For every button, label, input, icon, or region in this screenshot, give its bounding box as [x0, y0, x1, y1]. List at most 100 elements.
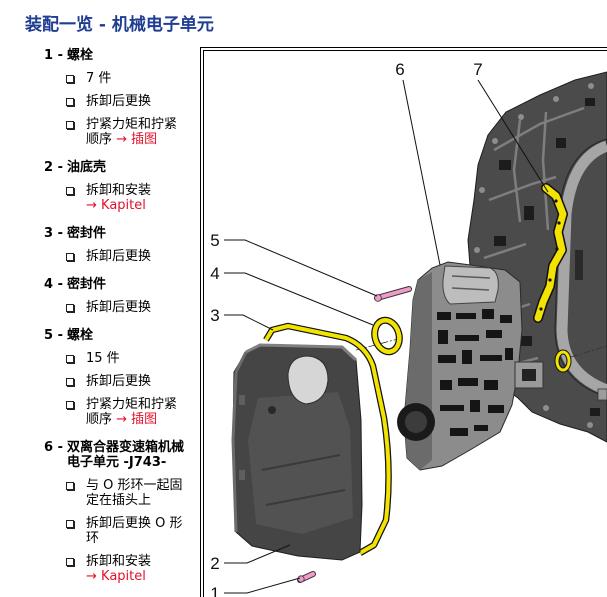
- figure-frame-inner: [203, 50, 607, 597]
- bolt-5: [374, 286, 412, 302]
- square-bullet-icon: [66, 74, 74, 83]
- note-label: 拆卸和安装: [86, 554, 152, 569]
- housing-gasket-body: [534, 184, 567, 322]
- bolt-shaft: [375, 287, 411, 300]
- housing-cavity: [590, 408, 600, 416]
- circuit-pattern: [484, 380, 498, 390]
- note-label: 15 件: [86, 351, 120, 366]
- oil-pan-ridges: [261, 454, 346, 506]
- note-label: 与 O 形环一起固定在插头上: [86, 478, 183, 508]
- housing-bolt-head: [553, 96, 559, 102]
- square-bullet-icon: [66, 252, 74, 261]
- callout-4: 4: [210, 264, 219, 283]
- callout-7: 7: [473, 60, 482, 79]
- part-5: 5 - 螺栓 15 件 拆卸后更换 拧紧力矩和拧紧顺序 → 插图: [0, 328, 200, 427]
- connector-detail: [451, 275, 491, 291]
- housing-bolt-head: [588, 83, 594, 89]
- housing-cavity: [518, 336, 532, 346]
- gasket-bolt-hole: [548, 278, 552, 282]
- accumulator-cap: [405, 411, 427, 433]
- oil-pan-boss: [239, 470, 245, 480]
- part-number: 4 -: [44, 277, 63, 292]
- square-bullet-icon: [66, 186, 74, 195]
- callout-5: 5: [210, 231, 219, 250]
- leader-line-4: [224, 272, 374, 326]
- housing-bolt-head: [479, 187, 485, 193]
- part-heading: 3 - 密封件: [0, 226, 200, 241]
- note-label: 拧紧力矩和拧紧顺序: [86, 397, 178, 427]
- circuit-pattern: [450, 428, 468, 436]
- part-name: 双离合器变速箱机械电子单元 -J743-: [67, 440, 185, 470]
- mechatronic-top-connector: [442, 265, 499, 305]
- note-label: 拧紧力矩和拧紧顺序: [86, 117, 178, 147]
- part-number: 1 -: [44, 48, 63, 63]
- note-label: 拆卸后更换: [86, 300, 152, 315]
- note-item: 拧紧力矩和拧紧顺序 → 插图: [0, 397, 200, 427]
- housing-plug: [597, 388, 607, 401]
- chapter-link[interactable]: → Kapitel: [86, 198, 146, 213]
- note-text: 拆卸后更换: [86, 249, 186, 264]
- part-heading: 1 - 螺栓: [0, 48, 200, 63]
- part-number: 2 -: [44, 160, 63, 175]
- part-6: 6 - 双离合器变速箱机械电子单元 -J743- 与 O 形环一起固定在插头上 …: [0, 440, 200, 584]
- page-title: 装配一览 - 机械电子单元: [25, 15, 214, 35]
- part-1: 1 - 螺栓 7 件 拆卸后更换 拧紧力矩和拧紧顺序 → 插图: [0, 48, 200, 147]
- housing-bolt-head: [543, 405, 549, 411]
- housing-gasket: [533, 183, 568, 323]
- parts-list: 1 - 螺栓 7 件 拆卸后更换 拧紧力矩和拧紧顺序 → 插图 2 - 油底壳 …: [0, 48, 200, 584]
- housing-bolt-head: [474, 247, 480, 253]
- part-heading: 2 - 油底壳: [0, 160, 200, 175]
- square-bullet-icon: [66, 303, 74, 312]
- housing-bolt-head: [518, 114, 524, 120]
- part-heading: 4 - 密封件: [0, 277, 200, 292]
- o-ring: [554, 349, 572, 373]
- callout-2: 2: [210, 554, 219, 573]
- oil-pan-drain-plug: [268, 406, 276, 414]
- seal-ring-body: [372, 317, 402, 355]
- square-bullet-icon: [66, 481, 74, 490]
- leader-line-6: [402, 79, 441, 266]
- note-item: 7 件: [0, 71, 200, 86]
- note-text: 拆卸后更换: [86, 374, 186, 389]
- illustration-link[interactable]: → 插图: [116, 412, 158, 427]
- circuit-pattern: [488, 405, 504, 413]
- housing-cavity: [524, 206, 534, 220]
- part-name: 螺栓: [67, 48, 94, 63]
- note-text: 拆卸后更换: [86, 94, 186, 109]
- housing-cavity: [556, 138, 566, 148]
- part-name: 螺栓: [67, 328, 94, 343]
- callout-1: 1: [210, 584, 219, 597]
- leader-line-3: [224, 314, 274, 331]
- note-text: 7 件: [86, 71, 186, 86]
- note-item: 拆卸后更换 O 形环: [0, 516, 200, 546]
- housing-cavity: [575, 250, 583, 280]
- connector-socket: [522, 369, 536, 381]
- part-number: 6 -: [44, 440, 63, 455]
- o-ring-body: [555, 350, 571, 372]
- housing-cavity: [494, 236, 506, 246]
- note-text: 拆卸和安装 → Kapitel: [86, 183, 186, 213]
- housing-bell-flange: [556, 140, 607, 396]
- figure-frame-outer: [200, 47, 607, 597]
- note-text: 拆卸后更换 O 形环: [86, 516, 186, 546]
- square-bullet-icon: [66, 519, 74, 528]
- callout-6: 6: [395, 60, 404, 79]
- leader-line-1: [224, 577, 301, 594]
- circuit-pattern: [437, 312, 451, 320]
- part-heading: 6 - 双离合器变速箱机械电子单元 -J743-: [0, 440, 200, 470]
- note-label: 拆卸和安装: [86, 183, 152, 198]
- circuit-pattern: [440, 405, 464, 411]
- seal-ring: [371, 316, 403, 356]
- note-label: 拆卸后更换 O 形环: [86, 516, 183, 546]
- square-bullet-icon: [66, 120, 74, 129]
- square-bullet-icon: [66, 354, 74, 363]
- illustration-link[interactable]: → 插图: [116, 132, 158, 147]
- housing-cavity: [585, 98, 595, 106]
- note-item: 拆卸和安装 → Kapitel: [0, 183, 200, 213]
- circuit-pattern: [474, 425, 488, 431]
- circuit-pattern: [480, 355, 502, 361]
- bolt-head: [374, 294, 382, 302]
- chapter-link[interactable]: → Kapitel: [86, 569, 146, 584]
- part-number: 5 -: [44, 328, 63, 343]
- note-text: 拆卸后更换: [86, 300, 186, 315]
